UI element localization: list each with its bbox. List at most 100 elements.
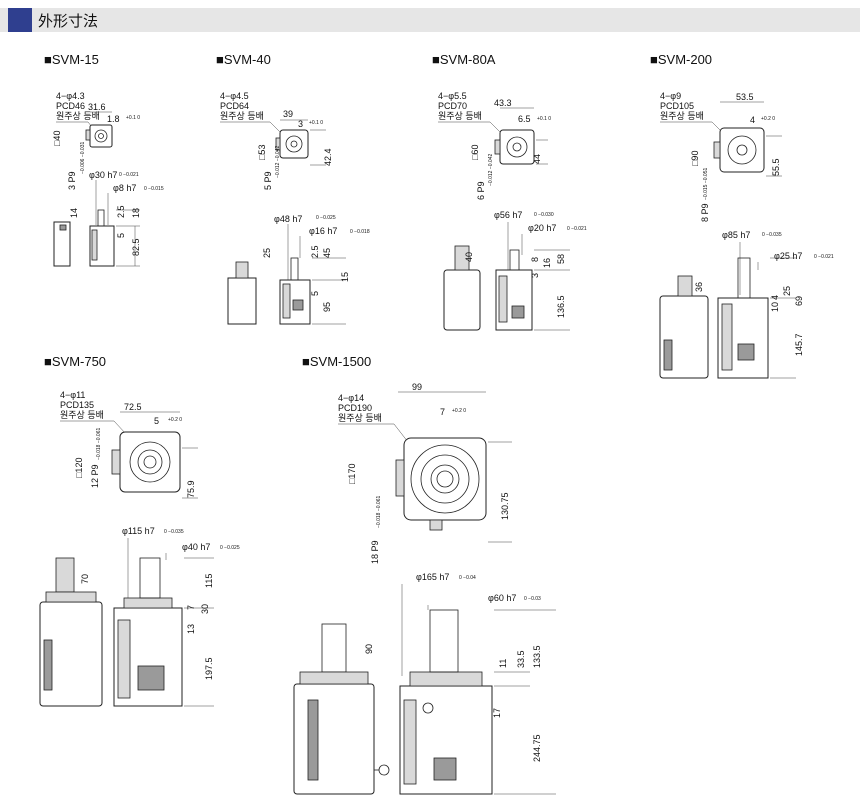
dim-height: 44 [532, 154, 542, 164]
dim-width: 39 [283, 109, 293, 119]
dim-keyslot-tol: −0.018 −0.061 [376, 496, 382, 528]
dim-spigot: φ48 h7 [274, 214, 302, 224]
dim-f: 145.7 [794, 333, 804, 356]
dim-spigot-tol: 0 −0.025 [316, 215, 336, 221]
motor-side-view [443, 269, 481, 331]
dim-c: 69 [794, 296, 804, 306]
dim-height: 55.5 [771, 158, 781, 176]
dim-shaft-tol: 0 −0.021 [567, 226, 587, 232]
dim-spigot-tol: 0 −0.021 [119, 172, 139, 178]
drawing-svm-750: ■SVM-750 4−φ11 PCD135 원주상 등배 72.5 5 +0.2… [39, 354, 240, 707]
section-header-accent [8, 8, 32, 32]
dim-a: 40 [464, 252, 474, 262]
dim-square: □170 [347, 464, 357, 484]
dim-square: □60 [470, 145, 480, 160]
dim-e: 82.5 [131, 238, 141, 256]
holes-label: 4−φ4.3 [56, 91, 85, 101]
dim-key-tol: +0.2 0 [168, 417, 182, 423]
motor-side-view [293, 683, 375, 795]
dim-c: 58 [556, 254, 566, 264]
dim-c: 30 [200, 604, 210, 614]
dim-keyslot: 5 P9 [263, 171, 273, 190]
dim-square: □90 [690, 151, 700, 166]
drawing-svm-15: ■SVM-15 4−φ4.3 PCD46 원주상 등배 31.6 1.8 +0.… [44, 52, 164, 267]
dim-d: 8 [530, 257, 540, 262]
flange-front-view [719, 127, 765, 173]
dim-key: 3 [298, 119, 303, 129]
dim-spigot: φ165 h7 [416, 572, 449, 582]
dim-width: 99 [412, 382, 422, 392]
dim-width: 72.5 [124, 402, 142, 412]
dim-spigot-tol: 0 −0.04 [459, 575, 476, 581]
dim-square: □120 [74, 458, 84, 478]
dim-keyslot-tol: −0.015 −0.051 [703, 168, 709, 200]
dim-square: □40 [52, 131, 62, 146]
dim-c: 14 [69, 208, 79, 218]
dim-e: 4 [770, 295, 780, 300]
model-title: ■SVM-80A [432, 52, 496, 67]
dim-b: 115 [204, 574, 214, 588]
dim-b: 18 [131, 208, 141, 218]
section-header-bar: 外形寸法 [0, 8, 860, 32]
dim-keyslot: 18 P9 [370, 540, 380, 564]
dim-a: 2.5 [310, 245, 320, 258]
flange-front-view [279, 129, 309, 159]
dim-spigot-tol: 0 −0.035 [164, 529, 184, 535]
drawing-svm-80a: ■SVM-80A 4−φ5.5 PCD70 원주상 등배 43.3 6.5 +0… [432, 52, 587, 331]
pattern-label: 원주상 등배 [60, 410, 104, 420]
dim-e: 17 [492, 708, 502, 718]
dim-key-tol: +0.2 0 [452, 408, 466, 414]
holes-label: 4−φ11 [60, 390, 85, 400]
dim-shaft: φ8 h7 [113, 183, 136, 193]
dim-shaft-tol: 0 −0.018 [350, 229, 370, 235]
holes-label: 4−φ9 [660, 91, 681, 101]
dim-b: 45 [322, 248, 332, 258]
dim-shaft-tol: 0 −0.021 [814, 254, 834, 260]
model-title: ■SVM-750 [44, 354, 106, 369]
dim-keyslot-tol: −0.012 −0.042 [488, 154, 494, 186]
dim-b: 16 [542, 258, 552, 268]
model-title: ■SVM-15 [44, 52, 99, 67]
dim-shaft-tol: 0 −0.015 [144, 186, 164, 192]
model-title: ■SVM-40 [216, 52, 271, 67]
flange-front-view [119, 431, 181, 493]
dim-e: 13 [186, 624, 196, 634]
flange-front-view [499, 129, 535, 165]
holes-label: 4−φ4.5 [220, 91, 249, 101]
dim-d: 133.5 [532, 645, 542, 668]
dim-key-tol: +0.1 0 [126, 115, 140, 121]
dim-b: 11 [498, 659, 508, 668]
dim-d: 5 [116, 233, 126, 238]
dim-keyslot-tol: −0.018 −0.061 [96, 428, 102, 460]
model-title: ■SVM-1500 [302, 354, 371, 369]
dim-a: 36 [694, 282, 704, 292]
dim-width: 31.6 [88, 102, 106, 112]
pcd-label: PCD190 [338, 403, 372, 413]
dim-a: 2.5 [116, 205, 126, 218]
dim-d: 10 [770, 302, 780, 312]
dim-key: 1.8 [107, 114, 120, 124]
dim-height: 130.75 [500, 492, 510, 520]
dim-spigot: φ85 h7 [722, 230, 750, 240]
dim-a: 70 [80, 574, 90, 584]
dim-shaft-tol: 0 −0.03 [524, 596, 541, 602]
holes-label: 4−φ14 [338, 393, 364, 403]
dim-shaft: φ16 h7 [309, 226, 337, 236]
dim-keyslot: 6 P9 [476, 181, 486, 200]
dim-key-tol: +0.1 0 [537, 116, 551, 122]
dim-f: 136.5 [556, 295, 566, 318]
dim-shaft: φ20 h7 [528, 223, 556, 233]
pattern-label: 원주상 등배 [220, 111, 264, 121]
flange-front-view [403, 437, 487, 521]
pattern-label: 원주상 등배 [660, 111, 704, 121]
drawing-svm-40: ■SVM-40 4−φ4.5 PCD64 원주상 등배 39 3 +0.1 0 … [216, 52, 370, 325]
dim-c: 25 [262, 248, 272, 258]
dim-key-tol: +0.1 0 [309, 120, 323, 126]
dim-height: 42.4 [323, 148, 333, 166]
dim-spigot: φ56 h7 [494, 210, 522, 220]
dim-spigot-tol: 0 −0.030 [534, 212, 554, 218]
dim-spigot: φ115 h7 [122, 526, 155, 536]
drawing-svm-1500: ■SVM-1500 4−φ14 PCD190 원주상 등배 99 7 +0.2 … [293, 354, 556, 795]
holes-label: 4−φ5.5 [438, 91, 467, 101]
